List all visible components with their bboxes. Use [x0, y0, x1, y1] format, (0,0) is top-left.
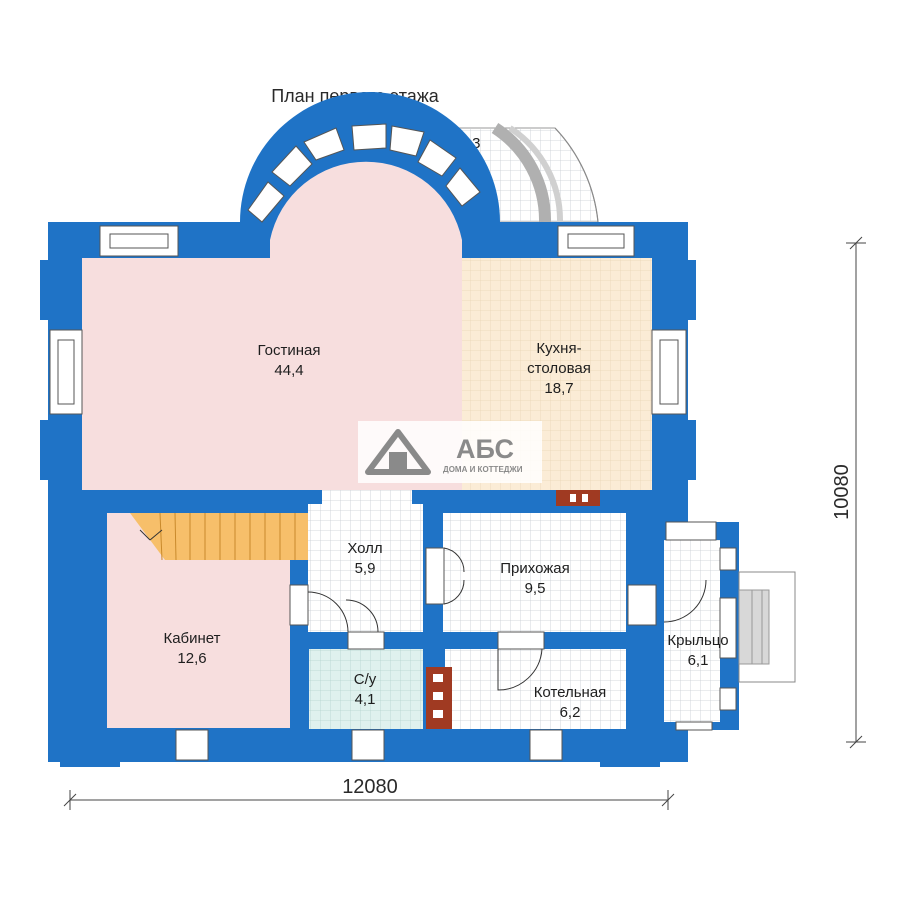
living-name: Гостиная [258, 342, 321, 359]
boiler-area: 6,2 [560, 704, 581, 721]
room-living [82, 161, 462, 491]
hall-name: Холл [347, 540, 382, 557]
living-area: 44,4 [274, 362, 303, 379]
logo-subtitle: ДОМА И КОТТЕДЖИ [443, 465, 523, 474]
doors [307, 547, 707, 691]
chimney [426, 490, 600, 729]
entrance-name: Прихожая [500, 560, 570, 577]
dimension-width [63, 790, 675, 810]
height-label: 10080 [831, 464, 853, 520]
porch-area: 6,1 [688, 652, 709, 669]
kitchen-area: 18,7 [544, 380, 573, 397]
entrance-area: 9,5 [525, 580, 546, 597]
bathroom-name: С/у [354, 671, 377, 688]
room-study [107, 513, 290, 728]
logo: АБС ДОМА И КОТТЕДЖИ [358, 421, 542, 483]
width-label: 12080 [342, 776, 398, 798]
porch-name: Крыльцо [667, 632, 728, 649]
porch-steps [738, 571, 796, 683]
bathroom-area: 4,1 [355, 691, 376, 708]
windows [49, 123, 737, 761]
kitchen-name-2: столовая [527, 360, 591, 377]
staircase [130, 512, 308, 561]
room-labels: Гостиная 44,4 Кухня- столовая 18,7 Холл … [163, 340, 728, 721]
study-name: Кабинет [163, 630, 220, 647]
boiler-name: Котельная [534, 684, 607, 701]
hall-area: 5,9 [355, 560, 376, 577]
dimension-height [846, 236, 866, 749]
kitchen-name: Кухня- [536, 340, 581, 357]
logo-mark: АБС [456, 434, 514, 464]
study-area: 12,6 [177, 650, 206, 667]
